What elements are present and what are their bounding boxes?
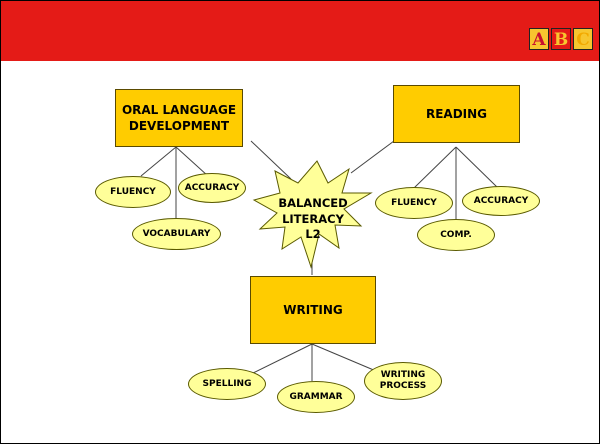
starburst-shape bbox=[252, 160, 373, 269]
writing-process-line-1: WRITING bbox=[380, 370, 426, 381]
writing-process-line-2: PROCESS bbox=[379, 381, 427, 391]
center-label-line-1: BALANCED bbox=[278, 196, 348, 210]
abc-blocks-logo: A B C bbox=[529, 28, 593, 50]
connector-oral-accuracy bbox=[175, 146, 209, 177]
connector-writing-process bbox=[311, 343, 377, 372]
connector-reading-center bbox=[350, 140, 395, 174]
oral-vocabulary-ellipse: VOCABULARY bbox=[132, 218, 221, 250]
logo-block-a: A bbox=[529, 28, 549, 50]
reading-title: READING bbox=[425, 106, 488, 121]
connector-oral-center bbox=[250, 140, 292, 180]
writing-box: WRITING bbox=[250, 276, 376, 344]
reading-comp-ellipse: COMP. bbox=[417, 219, 495, 251]
reading-accuracy-ellipse: ACCURACY bbox=[462, 186, 540, 216]
center-label-line-3: L2 bbox=[305, 227, 321, 242]
title-banner bbox=[1, 1, 599, 61]
writing-process-ellipse: WRITING PROCESS bbox=[364, 362, 442, 400]
reading-fluency-ellipse: FLUENCY bbox=[375, 187, 453, 219]
center-label-line-2: LITERACY bbox=[282, 211, 344, 226]
logo-block-c: C bbox=[573, 28, 593, 50]
connector-writing-spelling bbox=[252, 343, 313, 374]
center-label: BALANCED LITERACY L2 bbox=[263, 196, 363, 243]
oral-accuracy-ellipse: ACCURACY bbox=[178, 173, 246, 203]
oral-language-title-line-1: ORAL LANGUAGE bbox=[121, 102, 237, 117]
oral-fluency-ellipse: FLUENCY bbox=[95, 176, 171, 208]
connector-reading-fluency bbox=[413, 146, 457, 189]
writing-spelling-ellipse: SPELLING bbox=[188, 368, 266, 400]
connector-oral-fluency bbox=[140, 146, 177, 177]
connector-reading-accuracy bbox=[455, 146, 499, 189]
oral-language-box: ORAL LANGUAGE DEVELOPMENT bbox=[115, 89, 243, 147]
writing-grammar-ellipse: GRAMMAR bbox=[277, 381, 355, 413]
logo-block-b: B bbox=[551, 28, 571, 50]
reading-box: READING bbox=[393, 85, 520, 143]
writing-title: WRITING bbox=[283, 302, 343, 317]
oral-language-title-line-2: DEVELOPMENT bbox=[128, 119, 230, 133]
